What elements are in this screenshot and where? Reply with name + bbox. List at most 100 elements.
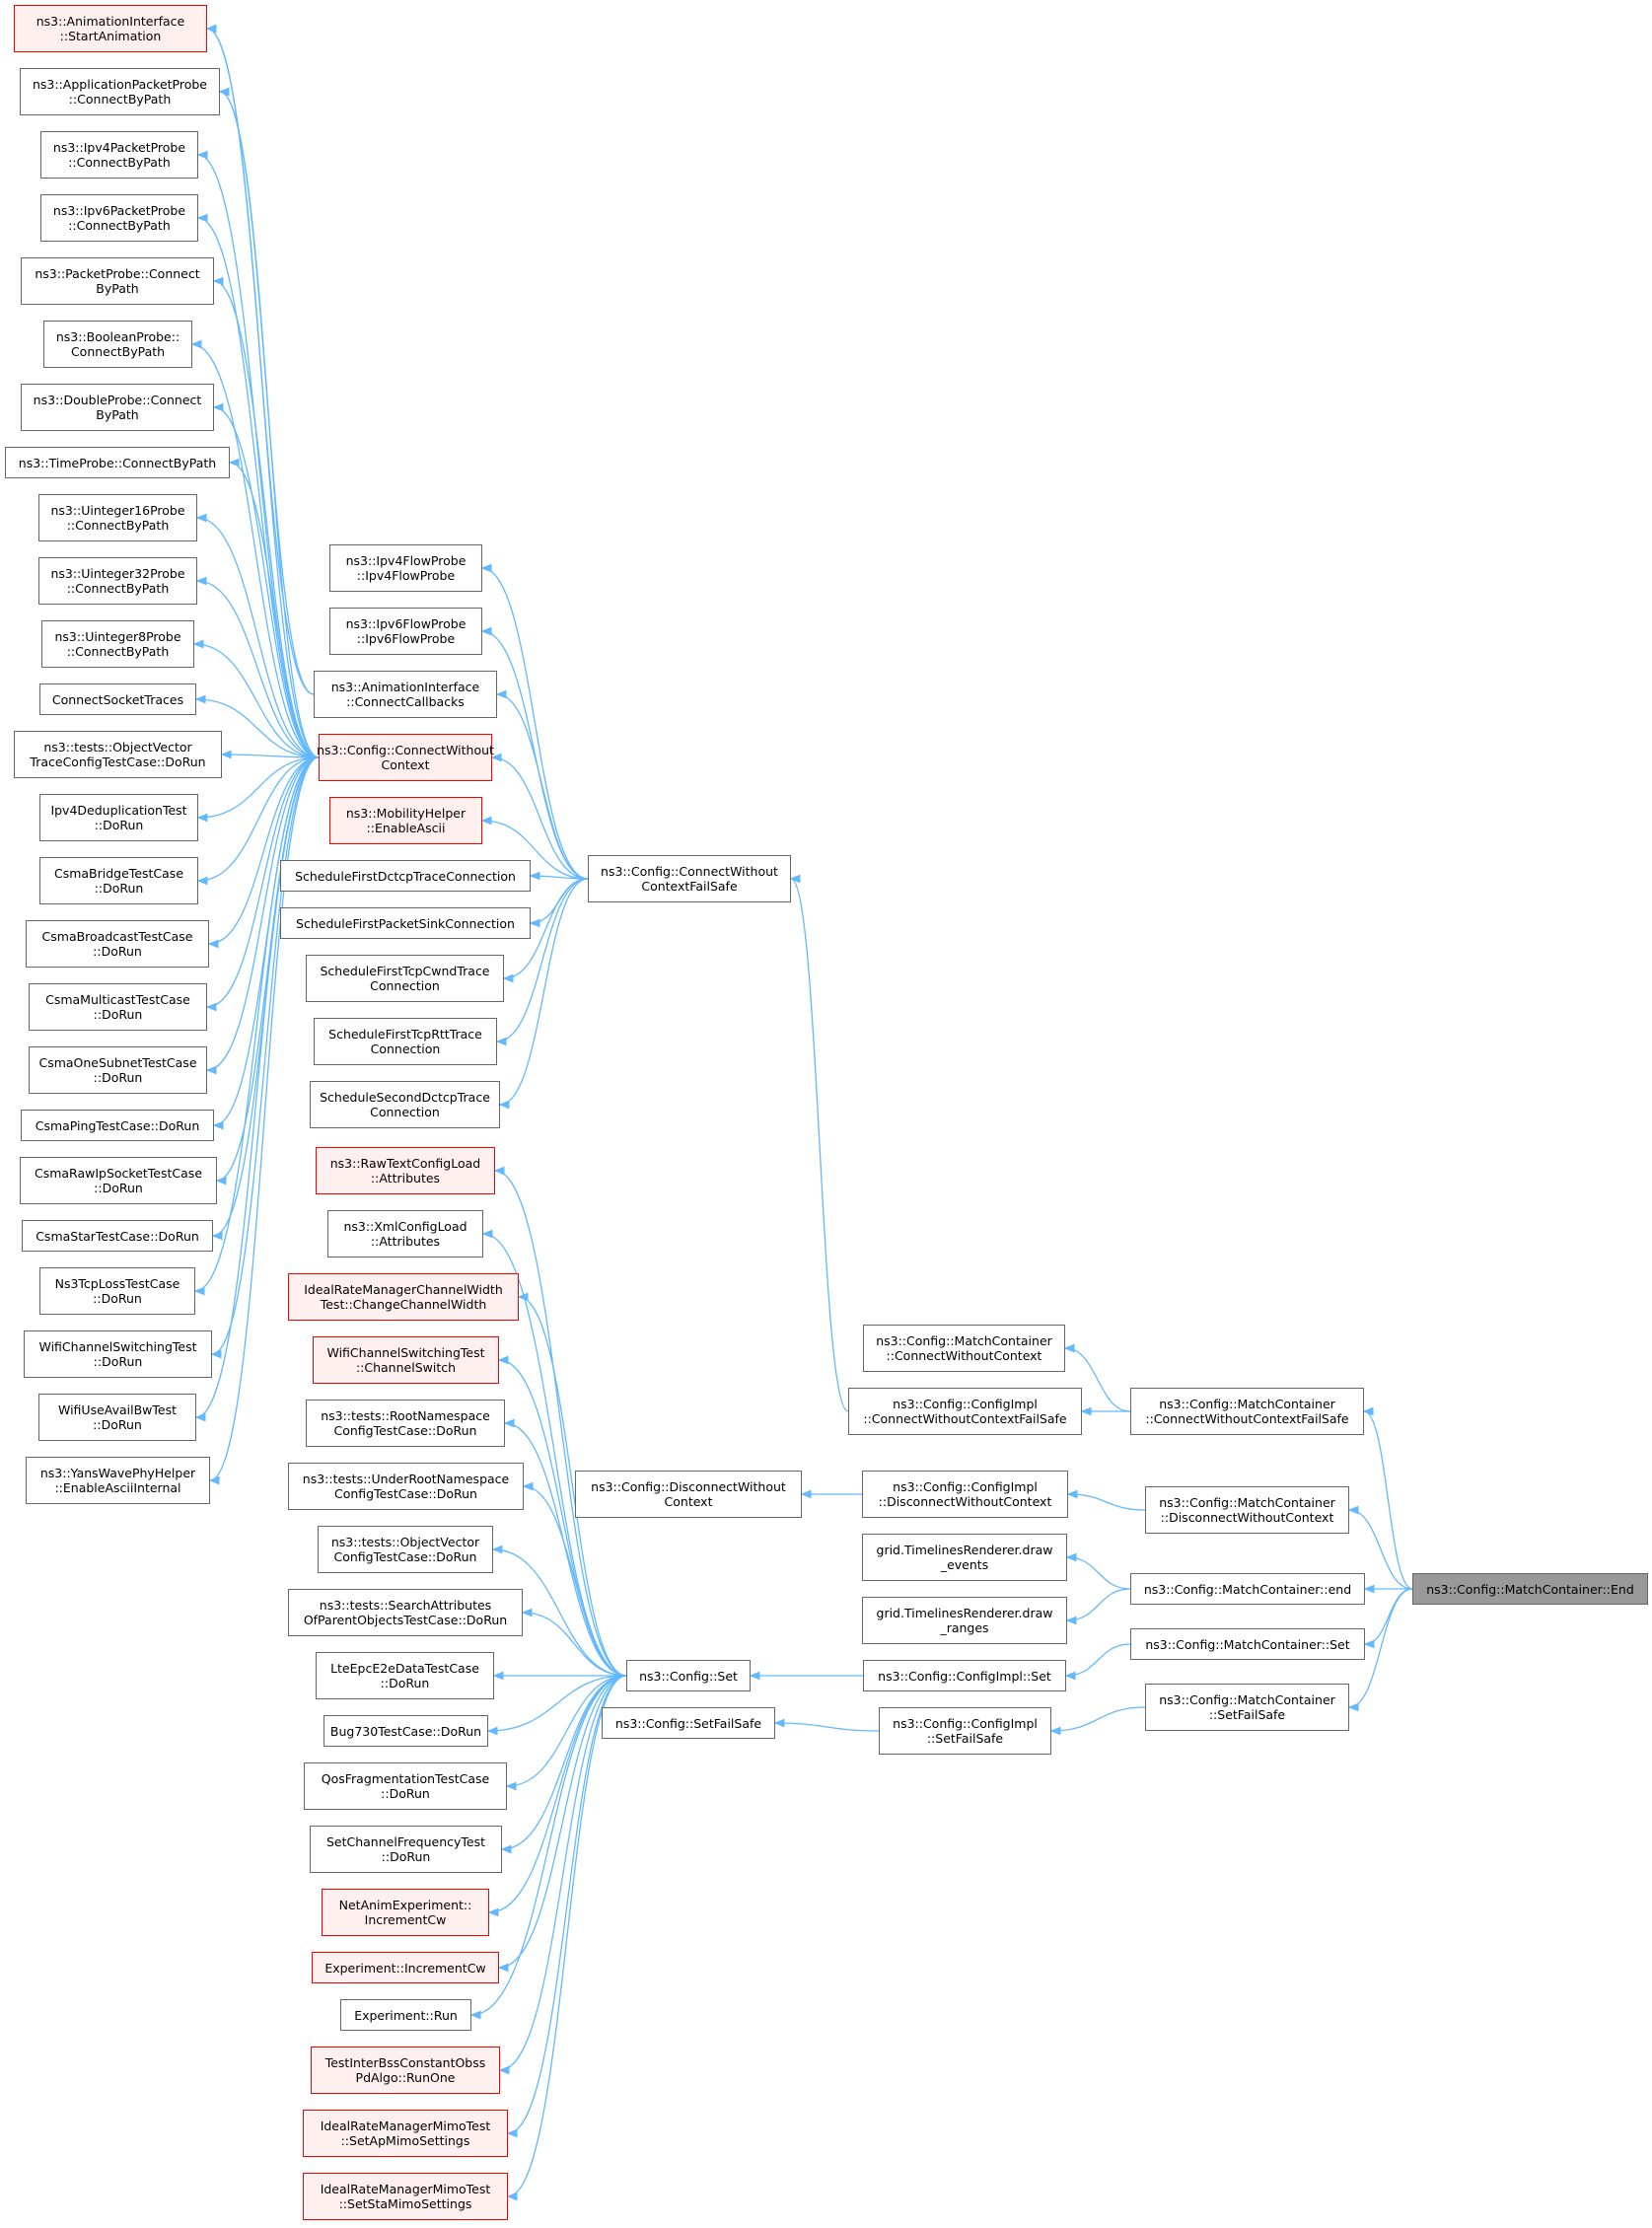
graph-node-ciconnfs[interactable]: ns3::Config::ConfigImpl::ConnectWithoutC… [848,1388,1082,1435]
graph-node-label: ::Attributes [370,1234,441,1249]
graph-node-csmamcast[interactable]: CsmaMulticastTestCase::DoRun [29,983,207,1031]
graph-node-timeprobe[interactable]: ns3::TimeProbe::ConnectByPath [5,447,230,478]
graph-node-label: LteEpcE2eDataTestCase [330,1661,479,1676]
graph-node-cidisc[interactable]: ns3::Config::ConfigImpl::DisconnectWitho… [862,1471,1068,1518]
graph-node-label: ns3::Config::DisconnectWithout [591,1479,786,1494]
graph-node-lteepc[interactable]: LteEpcE2eDataTestCase::DoRun [316,1652,494,1699]
graph-node-u32probe[interactable]: ns3::Uinteger32Probe::ConnectByPath [38,557,197,605]
graph-edge [213,280,320,758]
graph-edge-arrowhead [800,1489,812,1499]
graph-node-ipv6flow[interactable]: ns3::Ipv6FlowProbe::Ipv6FlowProbe [329,608,482,655]
graph-node-mcset[interactable]: ns3::Config::MatchContainer::Set [1130,1628,1365,1660]
graph-node-connsock[interactable]: ConnectSocketTraces [39,683,196,715]
graph-node-label: ::ConnectWithoutContextFailSafe [863,1411,1067,1426]
graph-node-wifichtest[interactable]: WifiChannelSwitchingTest::DoRun [24,1330,212,1378]
graph-node-csmastar[interactable]: CsmaStarTestCase::DoRun [22,1220,213,1252]
graph-node-ipv4pp[interactable]: ns3::Ipv4PacketProbe::ConnectByPath [40,131,198,179]
graph-edge-arrowhead [506,2128,518,2138]
graph-edge [1067,1493,1146,1511]
graph-node-label: ns3::Config::ConfigImpl [893,1716,1038,1731]
graph-node-expinc[interactable]: Experiment::IncrementCw [312,1952,499,1983]
graph-node-u16probe[interactable]: ns3::Uinteger16Probe::ConnectByPath [38,494,197,541]
graph-node-mcend[interactable]: ns3::Config::MatchContainer::end [1130,1573,1365,1605]
graph-edge-arrowhead [498,2065,510,2075]
graph-node-exprun[interactable]: Experiment::Run [340,1999,471,2031]
graph-node-mcsetfs[interactable]: ns3::Config::MatchContainer::SetFailSafe [1145,1684,1349,1731]
graph-node-cisetfs[interactable]: ns3::Config::ConfigImpl::SetFailSafe [879,1707,1051,1755]
graph-node-label: ns3::AnimationInterface [36,14,185,29]
graph-node-label: ByPath [96,407,139,422]
graph-node-label: IdealRateManagerMimoTest [320,2119,491,2133]
graph-node-csmabcast[interactable]: CsmaBroadcastTestCase::DoRun [26,920,209,968]
graph-node-wifiavail[interactable]: WifiUseAvailBwTest::DoRun [38,1394,196,1441]
graph-edge [209,756,320,1481]
graph-node-ciset[interactable]: ns3::Config::ConfigImpl::Set [863,1660,1066,1691]
graph-node-gridevents[interactable]: grid.TimelinesRenderer.draw_events [862,1534,1067,1581]
graph-node-wifichsw[interactable]: WifiChannelSwitchingTest::ChannelSwitch [313,1336,499,1384]
graph-node-ipv4dedup[interactable]: Ipv4DeduplicationTest::DoRun [39,794,198,841]
graph-node-label: ::SetApMimoSettings [340,2133,470,2148]
graph-node-bug730[interactable]: Bug730TestCase::DoRun [323,1715,488,1747]
graph-node-gridranges[interactable]: grid.TimelinesRenderer.draw_ranges [862,1597,1067,1644]
graph-node-mcdisc[interactable]: ns3::Config::MatchContainer::DisconnectW… [1145,1486,1349,1534]
graph-node-idealap[interactable]: IdealRateManagerMimoTest::SetApMimoSetti… [303,2110,508,2157]
graph-edge-arrowhead [789,874,801,884]
graph-node-u8probe[interactable]: ns3::Uinteger8Probe::ConnectByPath [41,620,194,668]
graph-node-sfpsink[interactable]: ScheduleFirstPacketSinkConnection [280,907,531,939]
graph-node-rawtext[interactable]: ns3::RawTextConfigLoad::Attributes [316,1147,495,1194]
graph-node-label: ::DoRun [93,944,142,959]
graph-node-csmabridge[interactable]: CsmaBridgeTestCase::DoRun [39,857,198,904]
graph-node-netanim[interactable]: NetAnimExperiment::IncrementCw [322,1889,489,1936]
graph-node-sfdctcp[interactable]: ScheduleFirstDctcpTraceConnection [280,860,531,892]
graph-edge-arrowhead [208,1475,220,1485]
graph-node-conncb[interactable]: ns3::AnimationInterface::ConnectCallback… [314,671,497,718]
graph-node-setfailsafe[interactable]: ns3::Config::SetFailSafe [602,1707,775,1739]
graph-node-label: CsmaRawIpSocketTestCase [34,1166,203,1181]
graph-node-startanim[interactable]: ns3::AnimationInterface::StartAnimation [14,5,207,52]
graph-node-xmlconfig[interactable]: ns3::XmlConfigLoad::Attributes [327,1210,483,1258]
graph-edge [1364,1588,1413,1645]
graph-edge-arrowhead [211,1231,223,1241]
graph-edge-arrowhead [212,276,224,286]
graph-node-ipv6pp[interactable]: ns3::Ipv6PacketProbe::ConnectByPath [40,194,198,242]
graph-node-label: Connection [370,1105,440,1119]
graph-node-configset[interactable]: ns3::Config::Set [626,1660,751,1691]
graph-node-boolprobe[interactable]: ns3::BooleanProbe::ConnectByPath [43,321,192,368]
graph-node-ns3tcploss[interactable]: Ns3TcpLossTestCase::DoRun [39,1267,195,1315]
graph-edge-arrowhead [194,694,206,704]
graph-edge [496,878,589,1042]
graph-node-label: ::Attributes [370,1171,441,1186]
graph-edge-arrowhead [491,1545,503,1554]
graph-node-ipv4flow[interactable]: ns3::Ipv4FlowProbe::Ipv4FlowProbe [329,544,482,592]
graph-edge [487,1675,627,1732]
graph-node-idealsta[interactable]: IdealRateManagerMimoTest::SetStaMimoSett… [303,2173,508,2220]
graph-edge-arrowhead [218,87,230,97]
graph-node-csmaraw[interactable]: CsmaRawIpSocketTestCase::DoRun [20,1157,217,1204]
graph-node-qosfrag[interactable]: QosFragmentationTestCase::DoRun [304,1762,507,1810]
graph-node-label: Connection [370,978,440,993]
graph-node-mccwcfs[interactable]: ns3::Config::MatchContainer::ConnectWith… [1130,1388,1364,1435]
graph-node-mobility[interactable]: ns3::MobilityHelper::EnableAscii [329,797,482,844]
graph-edge [518,1296,627,1677]
graph-node-csmaping[interactable]: CsmaPingTestCase::DoRun [21,1110,214,1141]
graph-node-yanswave[interactable]: ns3::YansWavePhyHelper::EnableAsciiInter… [26,1457,210,1504]
graph-node-appprobe[interactable]: ns3::ApplicationPacketProbe::ConnectByPa… [20,68,220,115]
graph-node-csmaone[interactable]: CsmaOneSubnetTestCase::DoRun [29,1046,207,1094]
graph-node-setchfreq[interactable]: SetChannelFrequencyTest::DoRun [310,1826,502,1873]
graph-node-mccwc[interactable]: ns3::Config::MatchContainer::ConnectWith… [863,1325,1065,1372]
